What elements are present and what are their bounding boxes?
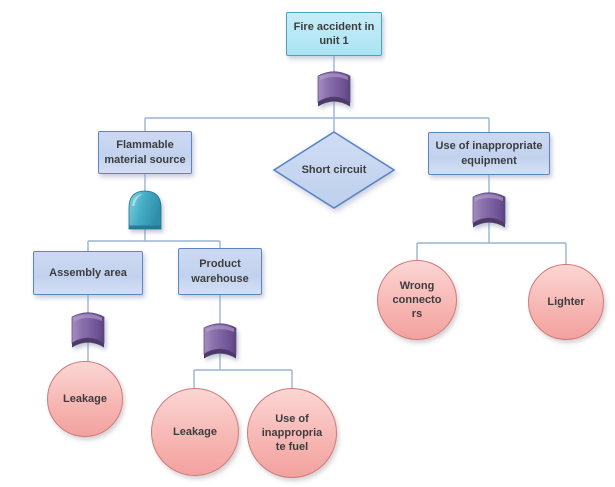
node-label: Use of inappropriate equipment [435,140,543,167]
node-assembly-area: Assembly area [33,251,143,295]
node-label: Leakage [172,425,218,438]
node-label: Leakage [62,392,108,405]
node-label: Use of inappropriate fuel [261,412,323,454]
node-label: Fire accident in unit 1 [293,20,375,47]
node-leakage-assembly: Leakage [47,361,123,437]
or-gate-icon [317,71,351,107]
node-label: Assembly area [49,266,127,279]
node-label: Flammable material source [104,139,186,166]
node-flammable-material-source: Flammable material source [98,131,192,174]
node-product-warehouse: Product warehouse [178,248,262,295]
node-lighter: Lighter [528,264,604,340]
node-label: Short circuit [301,163,367,176]
node-wrong-connectors: Wrong connectors [377,260,457,340]
node-label: Wrong connectors [392,279,442,321]
or-gate-icon [71,312,105,348]
node-inappropriate-equipment: Use of inappropriate equipment [428,132,550,175]
node-short-circuit: Short circuit [272,130,396,210]
node-label: Product warehouse [191,258,249,285]
node-leakage-warehouse: Leakage [151,388,239,476]
or-gate-icon [472,192,506,228]
node-label: Lighter [547,295,585,308]
and-gate-icon [128,190,162,230]
or-gate-icon [203,323,237,359]
node-inappropriate-fuel: Use of inappropriate fuel [247,388,337,478]
node-fire-accident: Fire accident in unit 1 [286,12,382,56]
diamond-shape [272,131,396,209]
